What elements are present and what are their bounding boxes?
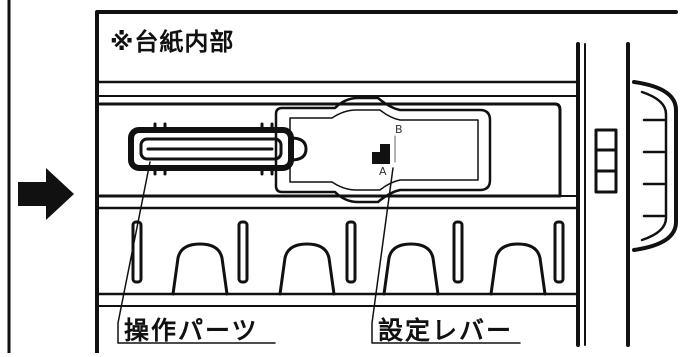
setting-lever-label: 設定レバー: [378, 316, 514, 345]
operation-part: [128, 127, 294, 171]
section-title: ※台紙内部: [110, 28, 235, 56]
lever-position-b-label: B: [395, 123, 403, 136]
upper-tray: [98, 102, 562, 198]
mount-frame: [95, 10, 678, 355]
right-arrow-icon: [18, 168, 74, 220]
rail-window: [594, 128, 618, 194]
lever-position-a-label: A: [379, 165, 387, 178]
comb-teeth: [171, 242, 547, 296]
setting-lever: [372, 144, 390, 164]
operation-part-leader: [117, 161, 276, 344]
comb-slots: [131, 220, 565, 284]
setting-lever-leader: [371, 167, 521, 344]
lever-housing: [274, 96, 492, 204]
operation-part-label: 操作パーツ: [124, 316, 259, 345]
side-clip: [632, 80, 678, 252]
